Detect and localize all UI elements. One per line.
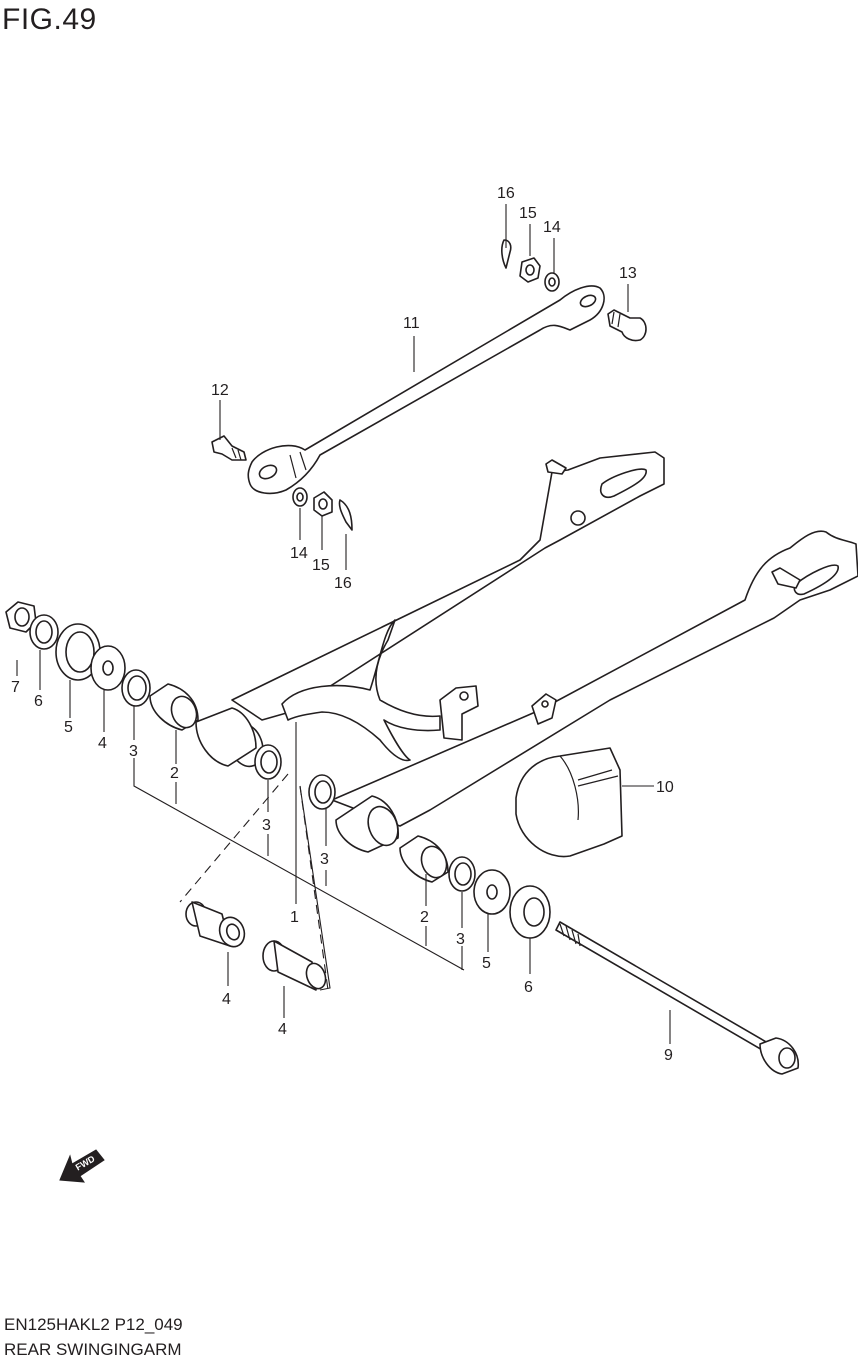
callout-3: 3 bbox=[456, 931, 465, 948]
washer-5-right bbox=[473, 869, 511, 915]
oil-seal-6-right bbox=[509, 885, 551, 939]
bush-4-left bbox=[185, 901, 246, 948]
callout-4: 4 bbox=[278, 1021, 287, 1038]
bearing-3-left bbox=[121, 669, 151, 707]
washer-14-lower bbox=[292, 487, 308, 507]
bearing-3-inner-right bbox=[308, 774, 336, 810]
bush-4-right bbox=[262, 940, 327, 991]
callout-11: 11 bbox=[403, 315, 420, 332]
spacer-2-right bbox=[399, 835, 449, 883]
callout-6: 6 bbox=[524, 979, 533, 996]
nut-8 bbox=[5, 601, 37, 633]
callout-16: 16 bbox=[497, 185, 515, 202]
figure-title: FIG.49 bbox=[2, 3, 97, 36]
callout-5: 5 bbox=[482, 955, 491, 972]
swingarm bbox=[195, 451, 858, 853]
forward-arrow-icon: FWD bbox=[59, 1149, 105, 1183]
callout-labels: 7 6 5 4 3 2 3 3 1 2 3 5 6 4 4 9 10 11 12… bbox=[11, 185, 674, 1064]
callout-15: 15 bbox=[312, 557, 330, 574]
diagram-caption: REAR SWINGINGARM bbox=[4, 1340, 182, 1359]
callout-3: 3 bbox=[320, 851, 329, 868]
pivot-shaft bbox=[555, 921, 800, 1075]
callout-2: 2 bbox=[170, 765, 179, 782]
spacer-2-left bbox=[149, 683, 199, 731]
chain-buffer bbox=[515, 747, 623, 858]
callout-5: 4 bbox=[98, 735, 107, 752]
callout-3: 3 bbox=[129, 743, 138, 760]
oil-seal-6-left bbox=[55, 623, 101, 681]
washer-5-left bbox=[90, 645, 126, 691]
nut-15-lower bbox=[313, 491, 333, 517]
washer-14-upper bbox=[544, 272, 560, 292]
leader-lines bbox=[16, 204, 671, 1044]
callout-13: 13 bbox=[619, 265, 637, 282]
nut-15-upper bbox=[519, 257, 541, 283]
callout-8: 7 bbox=[11, 679, 20, 696]
callout-4: 4 bbox=[222, 991, 231, 1008]
bearing-3-right bbox=[448, 856, 476, 892]
callout-2: 2 bbox=[420, 909, 429, 926]
diagram-code: EN125HAKL2 P12_049 bbox=[4, 1315, 183, 1334]
callout-15: 15 bbox=[519, 205, 537, 222]
callout-10: 10 bbox=[656, 779, 674, 796]
callout-7: 6 bbox=[34, 693, 43, 710]
callout-16: 16 bbox=[334, 575, 352, 592]
callout-3: 3 bbox=[262, 817, 271, 834]
bolt-12 bbox=[211, 435, 247, 461]
bearing-3-inner-left bbox=[254, 744, 282, 780]
washer-7 bbox=[29, 614, 59, 650]
cotter-pin-16-upper bbox=[501, 239, 512, 269]
callout-6: 5 bbox=[64, 719, 73, 736]
callout-14: 14 bbox=[543, 219, 561, 236]
torque-rod bbox=[247, 285, 605, 495]
callout-14: 14 bbox=[290, 545, 308, 562]
callout-1: 1 bbox=[290, 909, 299, 926]
callout-9: 9 bbox=[664, 1047, 673, 1064]
callout-12: 12 bbox=[211, 382, 229, 399]
cotter-pin-16-lower bbox=[338, 499, 353, 531]
bolt-13 bbox=[607, 309, 647, 342]
